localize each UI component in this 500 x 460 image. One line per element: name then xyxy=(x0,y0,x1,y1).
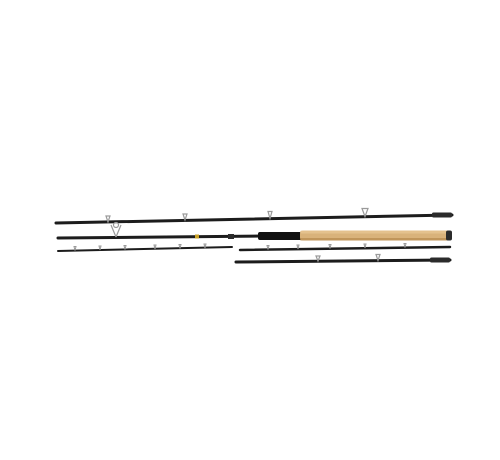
guide-rings-lower xyxy=(315,253,381,263)
rod-section-upper xyxy=(54,207,454,225)
guide-rings-middle-right xyxy=(266,243,407,250)
ferrule xyxy=(430,257,450,263)
hook-keeper xyxy=(228,234,234,239)
rod-section-lower xyxy=(234,253,452,264)
rod-section-tip xyxy=(57,243,233,252)
guide-rings-handle xyxy=(110,221,122,238)
ferrule xyxy=(432,212,452,218)
reel-seat xyxy=(258,232,304,240)
winding-check xyxy=(195,234,199,239)
guide-rings-upper xyxy=(105,207,369,224)
rod-section-middle-right xyxy=(238,243,452,252)
guide-rings-tip xyxy=(73,243,207,251)
butt-cap xyxy=(446,230,452,241)
rod-section-handle xyxy=(56,221,452,241)
